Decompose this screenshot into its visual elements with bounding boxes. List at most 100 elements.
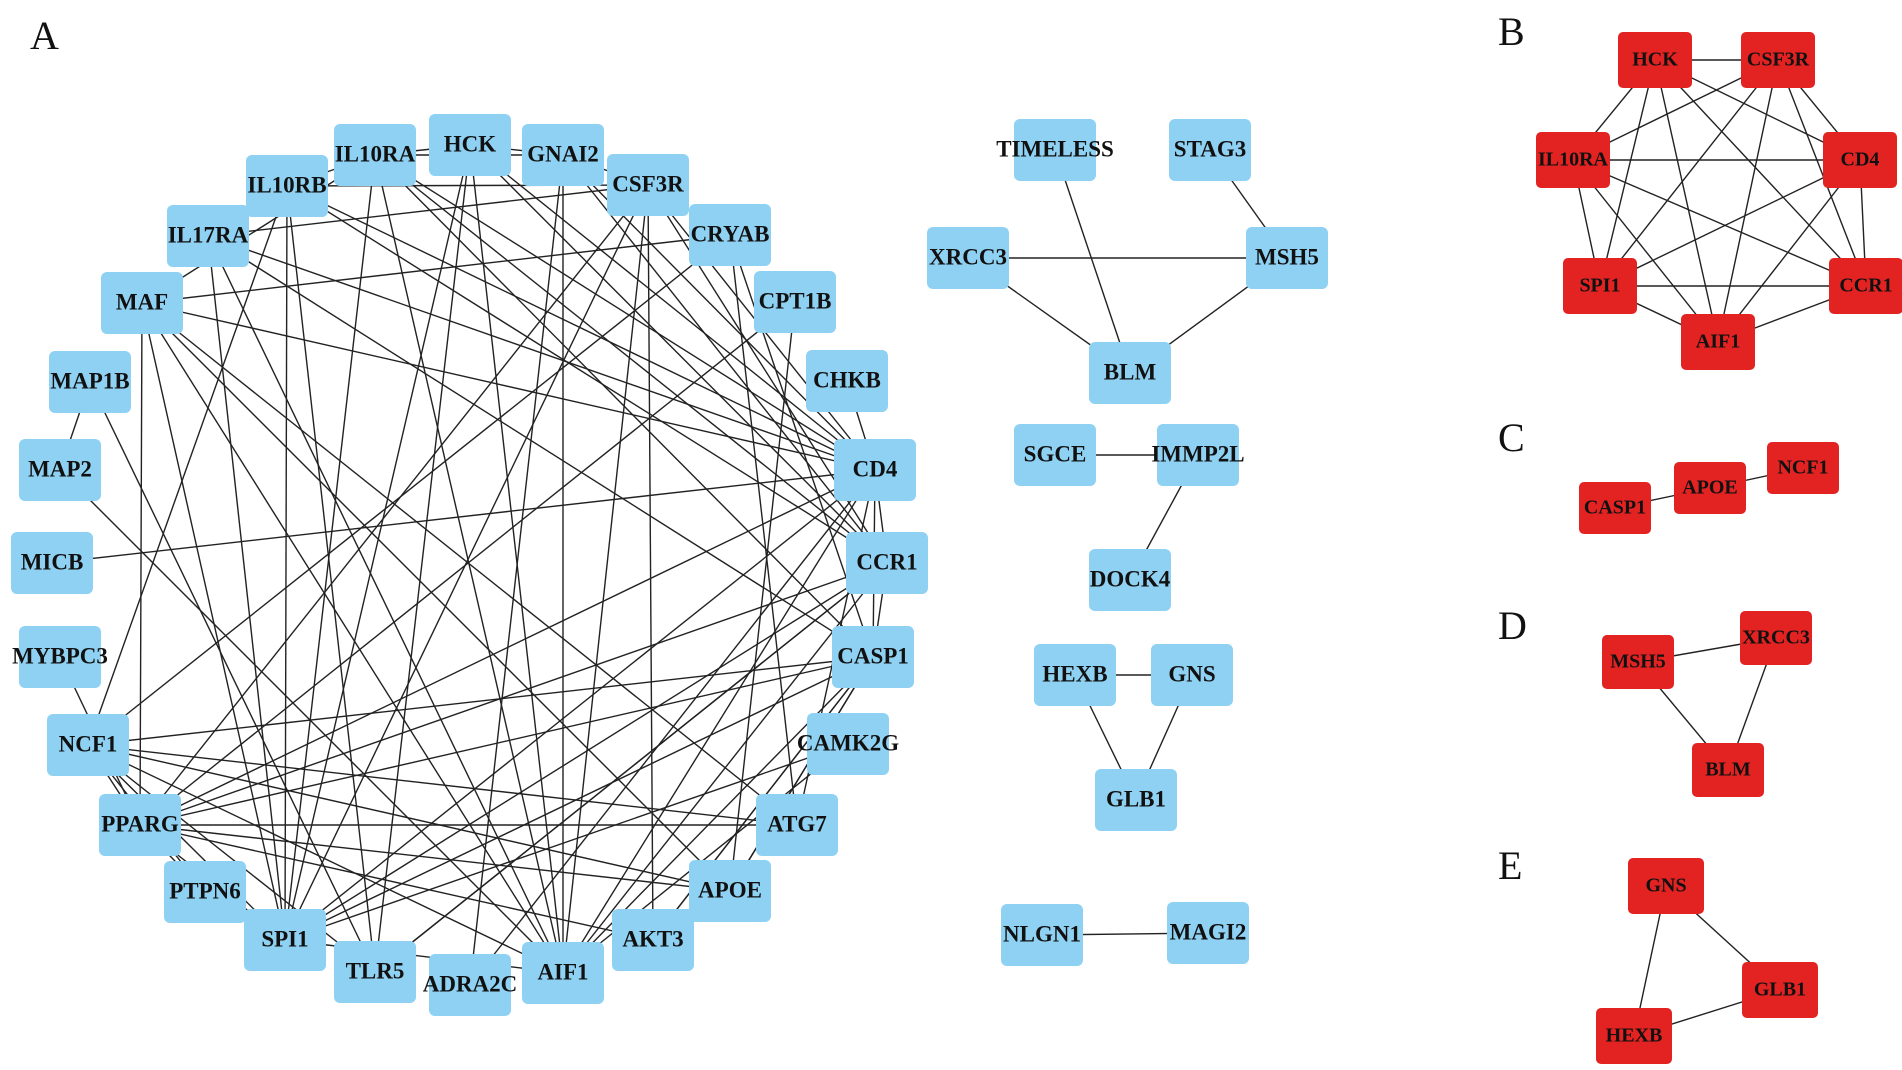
node-label: APOE (698, 877, 762, 902)
node-a-hexb: HEXB (1034, 644, 1116, 706)
node-box (1742, 962, 1818, 1018)
panel-letter-a: A (30, 13, 59, 58)
node-label: XRCC3 (929, 244, 1007, 269)
node-a-il10rb: IL10RB (246, 155, 328, 217)
node-label: MAP2 (28, 456, 92, 481)
node-label: HCK (444, 131, 497, 156)
edge-a-atg7-ncf1 (87, 744, 798, 826)
edge-a-spi1-il10ra (284, 154, 376, 941)
edge-a-spi1-il17ra (207, 235, 286, 941)
node-box (1246, 227, 1328, 289)
edge-a-aif1-il17ra (207, 235, 564, 974)
node-b-csf3r: CSF3R (1741, 32, 1815, 88)
node-a-hck: HCK (429, 114, 511, 176)
node-label: SGCE (1024, 441, 1087, 466)
edge-a-casp1-ncf1 (87, 656, 874, 746)
node-label: AIF1 (537, 959, 588, 984)
node-label: PTPN6 (169, 878, 241, 903)
edge-a-casp1-il17ra (207, 235, 874, 658)
edge-a-ncf1-il10rb (87, 185, 288, 746)
edge-a-timeless-blm (1054, 149, 1131, 374)
node-a-msh5: MSH5 (1246, 227, 1328, 289)
node-box (19, 439, 101, 501)
node-box (1579, 482, 1651, 534)
node-box (1167, 902, 1249, 964)
edge-b-cd4-aif1 (1717, 159, 1861, 343)
node-box (1169, 119, 1251, 181)
node-label: SPI1 (1579, 275, 1620, 297)
edge-b-csf3r-aif1 (1717, 59, 1779, 343)
node-b-il10ra: IL10RA (1536, 132, 1610, 188)
node-box (1089, 549, 1171, 611)
node-c-apoe: APOE (1674, 462, 1746, 514)
edge-a-cryab-ncf1 (87, 234, 731, 746)
node-label: MAP1B (50, 368, 129, 393)
edge-b-csf3r-spi1 (1599, 59, 1779, 287)
node-box (612, 909, 694, 971)
node-label: GLB1 (1106, 786, 1166, 811)
node-a-atg7: ATG7 (756, 794, 838, 856)
node-a-csf3r: CSF3R (607, 154, 689, 216)
node-box (99, 794, 181, 856)
edge-b-hck-spi1 (1599, 59, 1656, 287)
node-label: SPI1 (261, 926, 308, 951)
node-label: HEXB (1042, 661, 1107, 686)
node-e-glb1: GLB1 (1742, 962, 1818, 1018)
edge-a-csf3r-pparg (139, 184, 649, 826)
node-box (19, 626, 101, 688)
node-box (1618, 32, 1692, 88)
edge-a-cryab-maf (141, 234, 731, 304)
edge-a-cd4-pparg (139, 469, 876, 826)
node-box (1823, 132, 1897, 188)
node-a-casp1: CASP1 (832, 626, 914, 688)
node-label: CRYAB (691, 221, 770, 246)
edge-b-il10ra-ccr1 (1572, 159, 1867, 287)
node-box (832, 626, 914, 688)
node-box (522, 124, 604, 186)
edge-a-casp1-il10ra (374, 154, 874, 658)
edge-a-adra2c-cd4 (469, 469, 876, 986)
node-label: MYBPC3 (12, 643, 108, 668)
node-label: BLM (1104, 359, 1157, 384)
node-box (834, 439, 916, 501)
edge-a-hck-tlr5 (374, 144, 471, 973)
node-box (334, 124, 416, 186)
node-a-timeless: TIMELESS (996, 119, 1114, 181)
edge-a-tlr5-ncf1 (87, 744, 376, 973)
node-box (164, 861, 246, 923)
edge-a-camk2g-aif1 (562, 743, 849, 974)
node-box (522, 942, 604, 1004)
edge-a-gnai2-adra2c (469, 154, 564, 986)
node-box (429, 114, 511, 176)
node-a-cryab: CRYAB (689, 204, 771, 266)
node-box (1014, 119, 1096, 181)
node-a-ptpn6: PTPN6 (164, 861, 246, 923)
node-box (1157, 424, 1239, 486)
edge-a-aif1-spi1 (284, 939, 564, 974)
edge-a-camk2g-spi1 (284, 743, 849, 941)
node-b-spi1: SPI1 (1563, 258, 1637, 314)
edge-a-apoe-ncf1 (87, 744, 731, 892)
node-label: CAMK2G (797, 730, 899, 755)
node-box (756, 794, 838, 856)
node-a-micb: MICB (11, 532, 93, 594)
node-box (1767, 442, 1839, 494)
node-a-gns: GNS (1151, 644, 1233, 706)
node-box (101, 272, 183, 334)
node-b-hck: HCK (1618, 32, 1692, 88)
node-a-ncf1: NCF1 (47, 714, 129, 776)
edge-a-casp1-pparg (139, 656, 874, 826)
node-a-il10ra: IL10RA (334, 124, 416, 186)
node-box (1151, 644, 1233, 706)
node-label: MAF (116, 289, 168, 314)
node-a-map1b: MAP1B (49, 351, 131, 413)
node-c-ncf1: NCF1 (1767, 442, 1839, 494)
edge-b-csf3r-ccr1 (1777, 59, 1867, 287)
edge-b-il10ra-aif1 (1572, 159, 1719, 343)
node-a-nlgn1: NLGN1 (1001, 904, 1083, 966)
node-label: IL10RA (335, 141, 416, 166)
node-label: HCK (1632, 49, 1678, 71)
node-label: GNAI2 (527, 141, 599, 166)
